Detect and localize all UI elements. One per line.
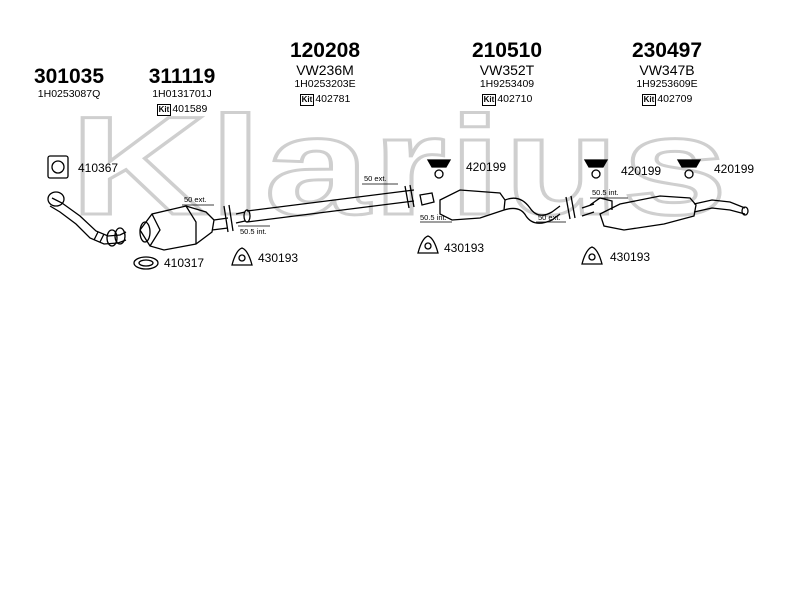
accessory-label-410317: 410317: [164, 256, 205, 270]
kit-line: Kit 402781: [270, 93, 380, 106]
oem-number: 1H9253409: [479, 78, 535, 90]
part-number: 210510: [471, 39, 543, 62]
accessory-label-420199: 420199: [714, 162, 755, 176]
part-230497: 230497 VW347B 1H9253609E Kit 402709: [612, 40, 722, 106]
dimension-label: 50.5 int.: [592, 188, 619, 197]
front-downpipe: [47, 191, 127, 247]
dimension-label: 50 ext.: [184, 195, 207, 204]
part-code: VW352T: [479, 62, 535, 78]
kit-line: Kit 402710: [452, 93, 562, 106]
rubber-mount-icon: [417, 235, 439, 254]
part-number: 230497: [631, 39, 703, 62]
rear-silencer: [581, 195, 749, 231]
kit-badge: Kit: [156, 103, 172, 116]
kit-number: 402709: [657, 93, 693, 105]
kit-number: 402710: [497, 93, 533, 105]
accessory-label-430193: 430193: [444, 241, 485, 255]
kit-badge: Kit: [481, 93, 497, 106]
part-code: VW236M: [296, 62, 354, 78]
part-311119: 311119 1H0131701J Kit 401589: [134, 66, 230, 116]
accessory-label-430193: 430193: [258, 251, 299, 265]
oem-number: 1H9253609E: [636, 78, 698, 90]
part-number: 311119: [148, 65, 216, 88]
dimension-label: 50 ext.: [364, 174, 387, 183]
kit-number: 402781: [315, 93, 351, 105]
part-code: VW347B: [639, 62, 695, 78]
accessory-label-420199: 420199: [466, 160, 507, 174]
kit-line: Kit 402709: [612, 93, 722, 106]
catalyst: [139, 205, 229, 251]
watermark-text: Klarius: [70, 87, 730, 244]
rubber-mount-icon: [581, 246, 603, 265]
kit-badge: Kit: [641, 93, 657, 106]
accessory-label-430193: 430193: [610, 250, 651, 264]
rubber-mount-icon: [231, 247, 253, 266]
part-number: 120208: [289, 39, 361, 62]
part-210510: 210510 VW352T 1H9253409 Kit 402710: [452, 40, 562, 106]
middle-pipe: [223, 184, 415, 233]
part-number: 301035: [33, 65, 105, 88]
dimension-label: 50.5 int.: [240, 227, 267, 236]
kit-line: Kit 401589: [134, 103, 230, 116]
oem-number: 1H0253087Q: [37, 88, 101, 100]
part-301035: 301035 1H0253087Q: [20, 66, 118, 101]
accessory-label-420199: 420199: [621, 164, 662, 178]
kit-number: 401589: [172, 103, 208, 115]
gasket-icon: [47, 155, 69, 179]
kit-badge: Kit: [299, 93, 315, 106]
part-120208: 120208 VW236M 1H0253203E Kit 402781: [270, 40, 380, 106]
oem-number: 1H0131701J: [152, 88, 212, 100]
dimension-label: 50.5 int.: [420, 213, 447, 222]
clamp-ring-icon: [133, 256, 159, 270]
accessory-label-410367: 410367: [78, 161, 119, 175]
oem-number: 1H0253203E: [294, 78, 356, 90]
dimension-label: 50 ext.: [538, 213, 561, 222]
